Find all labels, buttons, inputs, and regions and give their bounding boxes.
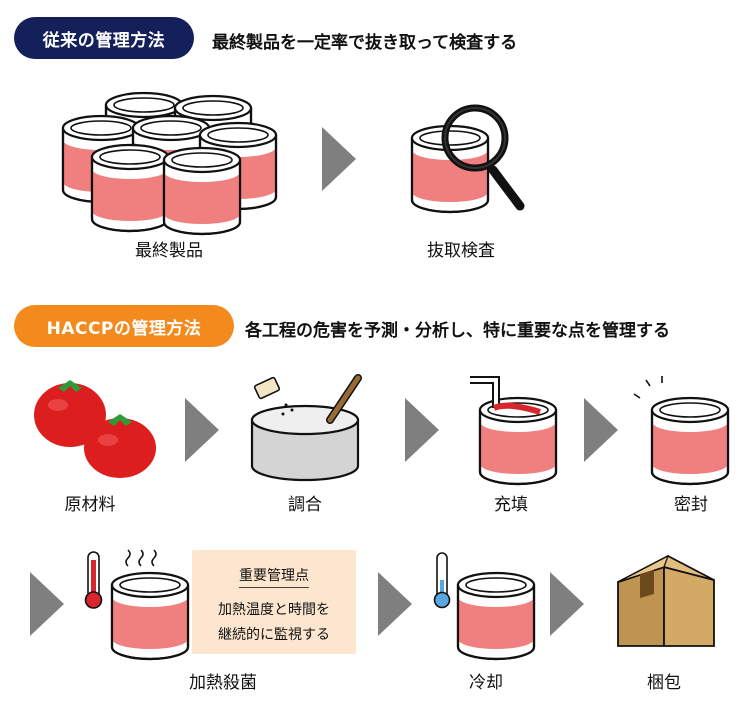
arrow-icon	[584, 398, 618, 462]
step-label-cooling: 冷却	[469, 673, 503, 693]
arrow-icon	[378, 572, 412, 636]
ccp-title: 重要管理点	[239, 565, 309, 588]
filling-can-icon	[470, 376, 558, 486]
inspection-magnifier-icon	[410, 104, 525, 214]
haccp-description: 各工程の危害を予測・分析し、特に重要な点を管理する	[245, 321, 670, 341]
traditional-badge: 従来の管理方法	[14, 17, 194, 59]
traditional-description: 最終製品を一定率で抜き取って検査する	[212, 33, 518, 53]
step-label-heat-sterilization: 加熱殺菌	[189, 673, 257, 693]
ccp-line-2: 継続的に監視する	[218, 627, 330, 643]
step-label-packing: 梱包	[647, 673, 681, 693]
step-label-filling: 充填	[494, 495, 528, 515]
tomato-icon	[34, 380, 156, 478]
mixing-pot-icon	[250, 374, 362, 482]
haccp-badge: HACCPの管理方法	[14, 305, 234, 347]
critical-control-point-note: 重要管理点 加熱温度と時間を 継続的に監視する	[192, 550, 356, 654]
arrow-icon	[322, 127, 356, 191]
step-label-raw-materials: 原材料	[64, 495, 116, 515]
step-label-final-product: 最終製品	[135, 241, 203, 261]
final-product-cans-icon	[61, 91, 278, 236]
cooling-can-icon	[433, 552, 536, 661]
arrow-icon	[30, 572, 64, 636]
arrow-icon	[405, 398, 439, 462]
step-label-sampling-inspection: 抜取検査	[427, 241, 495, 261]
heating-can-icon	[84, 549, 190, 661]
sealed-can-icon	[633, 376, 730, 486]
arrow-icon	[550, 572, 584, 636]
ccp-line-1: 加熱温度と時間を	[218, 602, 330, 618]
step-label-sealing: 密封	[674, 495, 708, 515]
cardboard-box-icon	[617, 554, 715, 647]
step-label-mixing: 調合	[288, 495, 322, 515]
arrow-icon	[185, 398, 219, 462]
